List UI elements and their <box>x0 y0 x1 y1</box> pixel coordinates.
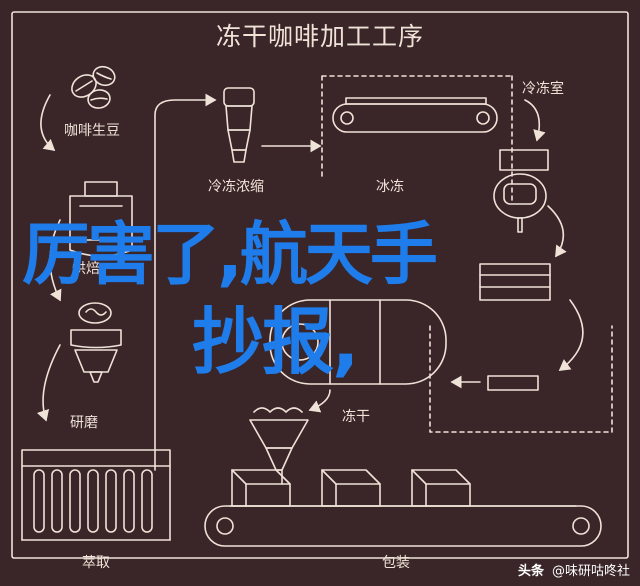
watermark: 头条 @味研咕咚社 <box>518 565 630 578</box>
freezer-conveyor-icon <box>332 97 498 133</box>
package-box-icon <box>321 469 381 507</box>
overlay-headline: 厉害了,航天手 <box>22 216 438 295</box>
package-box-icon <box>411 469 471 507</box>
package-box-icon <box>231 469 291 507</box>
roaster-icon <box>69 181 133 257</box>
frame <box>11 11 629 559</box>
step-label-dry: 冻干 <box>342 409 370 425</box>
step-label-grind: 研磨 <box>70 415 98 431</box>
freeze-unit-icon <box>493 149 549 233</box>
filling-funnel-icon <box>249 407 309 485</box>
page-title: 冻干咖啡加工工序 <box>215 22 424 51</box>
step-label-freeze-room: 冷冻室 <box>522 81 564 97</box>
concentrator-icon <box>223 87 255 163</box>
step-label-beans: 咖啡生豆 <box>64 123 120 139</box>
extraction-tank-icon <box>21 449 171 541</box>
step-label-freeze: 冰冻 <box>376 179 404 195</box>
flow-arrow <box>40 94 56 152</box>
step-label-concentrate: 冷冻浓缩 <box>208 179 264 195</box>
tray-stack-icon <box>479 263 551 301</box>
coffee-bean-icon <box>71 65 116 109</box>
overlay-headline-continued: 抄报, <box>192 300 359 384</box>
packing-conveyor-icon <box>204 505 602 547</box>
watermark-account: @味研咕咚社 <box>551 564 630 579</box>
small-tray-icon <box>487 375 539 391</box>
dryer-drum-icon <box>269 299 447 385</box>
step-label-extract: 萃取 <box>82 555 110 571</box>
grinder-icon <box>70 302 122 383</box>
step-label-roast: 烘焙 <box>72 261 100 277</box>
watermark-platform: 头条 <box>517 564 544 579</box>
step-label-pack: 包装 <box>382 555 410 571</box>
